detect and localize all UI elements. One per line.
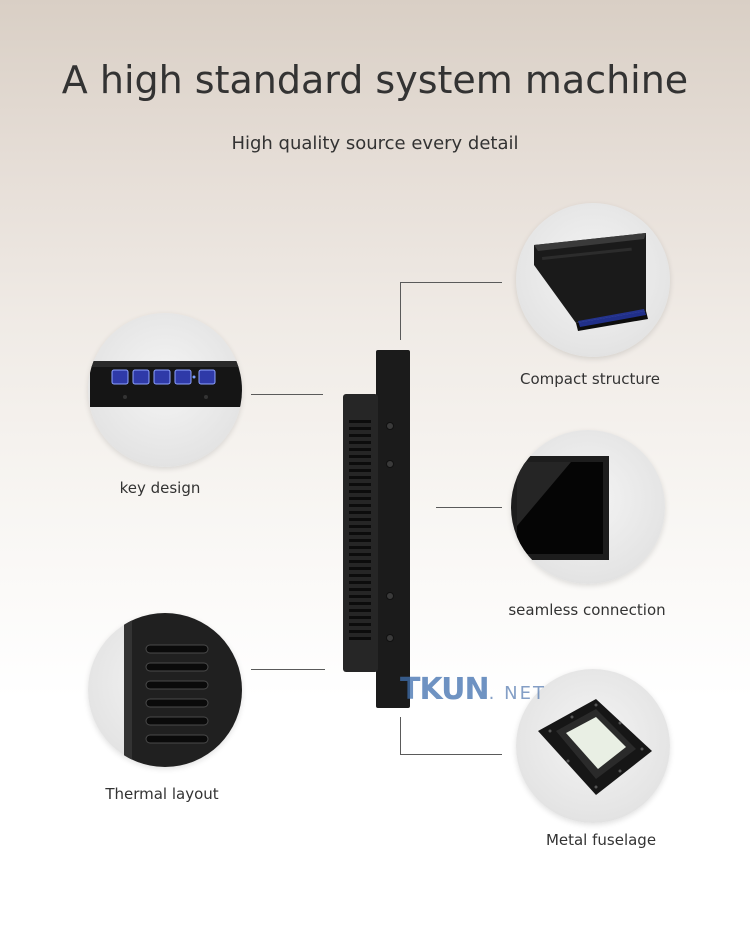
watermark-brand: TKUN: [400, 672, 490, 707]
metal-fuselage-connector-v: [400, 717, 401, 754]
page-subtitle: High quality source every detail: [231, 133, 519, 154]
seamless-connection-graphic: [511, 456, 609, 560]
watermark-domain: . NET: [488, 683, 546, 704]
seamless-connection-connector: [436, 507, 502, 508]
seamless-connection-image: [511, 430, 665, 584]
metal-fuselage-connector-h: [400, 754, 502, 755]
compact-structure-connector-h: [400, 282, 502, 283]
key-design-image: [88, 313, 242, 467]
thermal-layout-label: Thermal layout: [105, 785, 219, 803]
watermark-logo: TKUN. NET: [400, 672, 546, 707]
thermal-layout-graphic: [124, 613, 242, 767]
thermal-layout-image: [88, 613, 242, 767]
compact-structure-label: Compact structure: [520, 370, 660, 388]
key-design-label: key design: [119, 479, 201, 497]
thermal-layout-connector: [251, 669, 325, 670]
metal-fuselage-image: [516, 669, 670, 823]
compact-structure-image: [516, 203, 670, 357]
metal-fuselage-label: Metal fuselage: [545, 831, 657, 849]
compact-structure-connector-v: [400, 282, 401, 340]
page-title: A high standard system machine: [61, 58, 689, 102]
seamless-connection-label: seamless connection: [508, 601, 666, 619]
metal-fuselage-graphic: [538, 699, 652, 795]
compact-structure-graphic: [534, 233, 648, 331]
monitor-side-view: [343, 350, 410, 708]
keypad-graphic: [90, 361, 242, 407]
key-design-connector: [251, 394, 323, 395]
